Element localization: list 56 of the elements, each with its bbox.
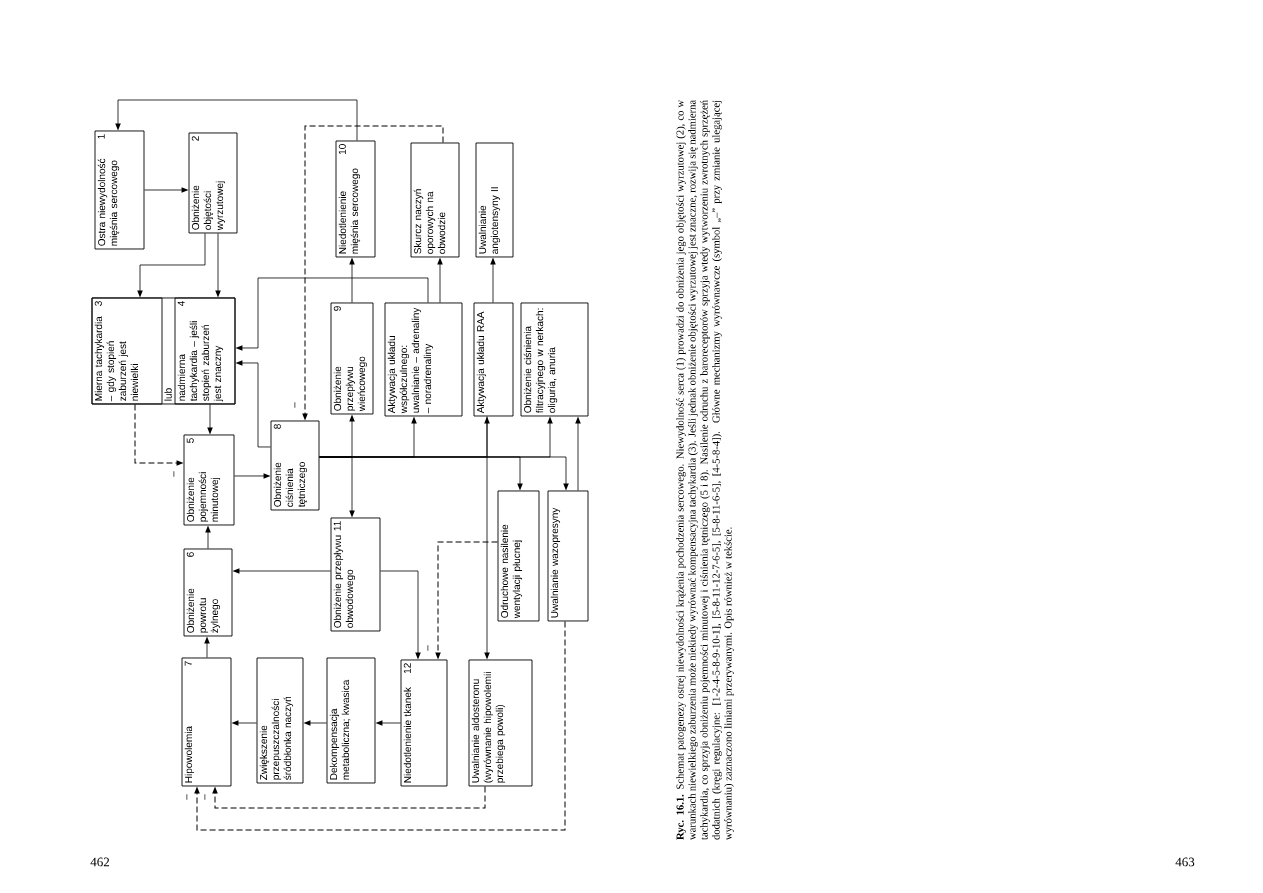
arrow — [437, 257, 443, 303]
process-box: Ostra niewydolność mięśnia sercowego 1 — [94, 130, 145, 250]
arrow — [144, 187, 189, 193]
arrow — [231, 720, 257, 726]
process-box: Uwalnianie angiotensyny II — [475, 142, 514, 258]
arrow — [375, 720, 401, 726]
process-box: Obniżenie objętości wyrzutowej 2 — [188, 132, 238, 234]
process-box: Uwalnianie aldosteronu (wyrównanie hipowolemii przebiega powoli) — [468, 659, 533, 787]
edge-label: – — [204, 793, 208, 801]
arrow — [134, 403, 184, 466]
process-box: Mierna tachykardia – gdy stopień zaburzeń jest niewielki 3 — [91, 297, 163, 405]
page-number: 463 — [1175, 857, 1195, 867]
process-box: Niedotlenienie mięśnia sercowego 10 — [335, 140, 376, 258]
process-box: Aktywacja układu RAA — [473, 302, 514, 417]
arrow — [207, 404, 213, 435]
arrow — [303, 720, 327, 726]
arrow — [204, 636, 210, 658]
arrow — [234, 473, 271, 479]
process-box: Uwalnianie wazopresyny — [547, 490, 589, 622]
arrow — [435, 541, 499, 660]
caption: Ryc. 16.1. Schemat patogenezy ostrej niewydolności krążenia pochodzenia sercowego. Niewydolność serca (1) prowadzi do obniżenia jego objętości wyrzutowej (2), co w warunkach niewielkiego zaburzenia może niekiedy wyrównać kompensacyjna tachykardia (3). Jeśli jednak obniżenie objętości wyrzutowej jest znaczne, rozwija się nadmierna tachykardia, co sprzyja obniżeniu pojemności minutowej i ciśnienia tętniczego (5 i 8). Nasilenie odruchu z baroreceptorów sprzyja wtedy wytworzeniu zwrotnych sprzężeń dodatnich (kręgi regulacyjne: [1-2-4-5-8-9-10-1], [5-8-11-12-7-6-5], [5-8-11-6-5], [4-5-8-4]). Główne mechanizmy wyrównawcze (symbol „–” przy zmianie ulegającej wyrównaniu) zaznaczono liniami przerywanymi. Opis również w tekście. — [676, 99, 734, 840]
arrow — [235, 277, 429, 351]
process-box: Niedotlenienie tkanek 12 — [400, 659, 448, 787]
process-box: Odruchowe nasilenie wentylacji płucnej — [497, 490, 540, 622]
process-box: Obniżenie przepływu wieńcowego 9 — [330, 302, 374, 415]
edge-label: – — [173, 470, 177, 478]
arrow — [235, 360, 271, 448]
process-box: Zwiększenie przepuszczalności śródbłonka naczyń — [256, 657, 304, 784]
process-box: Obniżenie przepływu obwodowego 11 — [330, 517, 381, 632]
process-box: Skurcz naczyń oporowych na obwodzie — [410, 142, 460, 258]
process-box: Obniżenie ciśnienia tętniczego 8 — [270, 420, 320, 511]
process-box: Obniżenie pojemności minutowej 5 — [183, 434, 235, 526]
process-box: Obniżenie powrotu żylnego 6 — [183, 548, 233, 637]
arrow — [319, 456, 569, 491]
arrow — [205, 525, 211, 549]
edge-label: – — [294, 401, 298, 409]
process-box: Dekompensacja metaboliczna; kwasica — [326, 657, 376, 784]
arrow — [137, 233, 206, 298]
arrow — [349, 257, 355, 303]
process-box: nadmierna tachykardia – jeśli stopień zaburzeń jest znaczny 4 — [174, 297, 236, 405]
arrow — [115, 99, 358, 141]
process-box: Hipowolemia 7 — [181, 657, 232, 787]
arrow — [194, 620, 566, 831]
process-box: Aktywacja układu współczulnego: uwalnianie – adrenaliny – noradrenaliny — [384, 302, 463, 417]
edge-label: – — [427, 644, 431, 652]
page-number: 462 — [90, 857, 110, 867]
arrow — [575, 416, 581, 491]
arrow — [490, 257, 496, 303]
arrow — [380, 570, 421, 660]
edge-label: – — [186, 793, 190, 801]
arrow — [302, 125, 444, 421]
arrow — [484, 416, 490, 660]
arrow — [212, 785, 486, 809]
arrow — [215, 233, 221, 298]
arrow — [232, 568, 331, 574]
process-box: Obniżenie ciśnienia filtracyjnego w nerkach: oliguria, anuria — [520, 302, 589, 417]
